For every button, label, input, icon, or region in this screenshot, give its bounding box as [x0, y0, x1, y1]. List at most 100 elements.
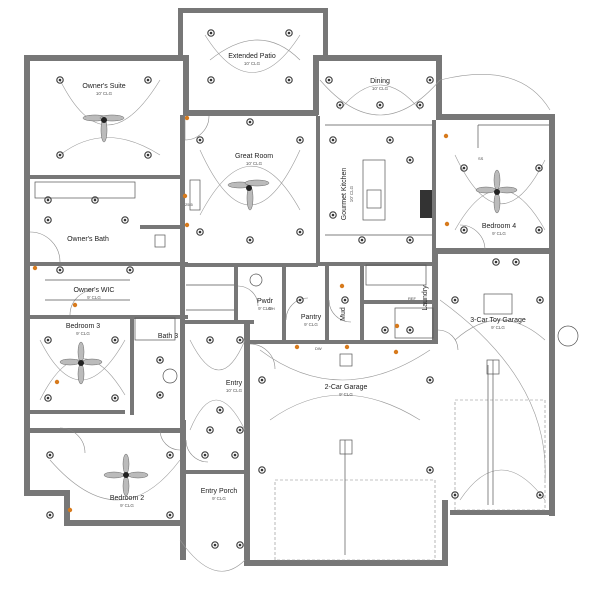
- door-swings: [29, 115, 549, 463]
- recessed-light-icon: [201, 451, 209, 459]
- recessed-light-icon: [44, 336, 52, 344]
- svg-text:9' CLG: 9' CLG: [491, 325, 505, 330]
- svg-text:Gourmet Kitchen: Gourmet Kitchen: [341, 168, 348, 221]
- svg-text:3-Car Toy Garage: 3-Car Toy Garage: [470, 317, 526, 324]
- svg-text:10' CLG: 10' CLG: [96, 91, 113, 96]
- recessed-light-icon: [44, 196, 52, 204]
- outlets: [32, 115, 450, 513]
- svg-text:Owner's WIC: Owner's WIC: [73, 287, 114, 294]
- recessed-light-icon: [535, 226, 543, 234]
- recessed-light-icon: [386, 136, 394, 144]
- recessed-light-icon: [206, 426, 214, 434]
- shelf-label: SS: [478, 156, 484, 161]
- room-label-extended-patio: Extended Patio 10' CLG: [228, 53, 276, 66]
- recessed-light-icon: [206, 336, 214, 344]
- recessed-light-icon: [451, 296, 459, 304]
- svg-text:Bath 3: Bath 3: [158, 333, 178, 340]
- recessed-light-icon: [111, 336, 119, 344]
- outlet-icon: [54, 379, 60, 385]
- room-label-entry-porch: Entry Porch 9' CLG: [201, 488, 238, 501]
- recessed-light-icon: [329, 136, 337, 144]
- recessed-light-icon: [196, 228, 204, 236]
- recessed-light-icon: [236, 336, 244, 344]
- outlet-icon: [72, 302, 78, 308]
- svg-text:9' CLG: 9' CLG: [339, 392, 353, 397]
- svg-text:10' CLG: 10' CLG: [244, 61, 261, 66]
- svg-text:10' CLG: 10' CLG: [372, 86, 389, 91]
- recessed-light-icon: [126, 266, 134, 274]
- svg-text:Bedroom 3: Bedroom 3: [66, 323, 100, 330]
- recessed-light-icon: [121, 216, 129, 224]
- room-label-owners-wic: Owner's WIC 9' CLG: [73, 287, 114, 300]
- recessed-light-icon: [460, 226, 468, 234]
- svg-text:Extended Patio: Extended Patio: [228, 53, 276, 60]
- outlet-icon: [394, 323, 400, 329]
- recessed-light-icon: [46, 511, 54, 519]
- recessed-light-icon: [156, 356, 164, 364]
- svg-text:Bedroom 4: Bedroom 4: [482, 223, 516, 230]
- recessed-light-icon: [336, 101, 344, 109]
- svg-text:9' CLG: 9' CLG: [492, 231, 506, 236]
- outlet-icon: [184, 115, 190, 121]
- recessed-light-icon: [426, 466, 434, 474]
- recessed-light-icon: [44, 394, 52, 402]
- outlet-icon: [184, 222, 190, 228]
- svg-text:9' CLG: 9' CLG: [76, 331, 90, 336]
- room-label-laundry: Laundry: [422, 285, 429, 311]
- recessed-light-icon: [296, 296, 304, 304]
- ceiling-fan-bedroom-2: [103, 453, 149, 497]
- recessed-light-icon: [341, 296, 349, 304]
- room-label-great-room: Great Room 10' CLG: [235, 153, 273, 166]
- room-label-mud: Mud: [340, 307, 347, 321]
- room-label-owners-bath: Owner's Bath: [67, 236, 109, 243]
- recessed-light-icon: [406, 236, 414, 244]
- svg-text:9' CLG: 9' CLG: [258, 306, 272, 311]
- recessed-light-icon: [246, 118, 254, 126]
- outlet-icon: [443, 133, 449, 139]
- recessed-light-icon: [285, 29, 293, 37]
- recessed-light-icon: [236, 426, 244, 434]
- recessed-light-icon: [211, 541, 219, 549]
- outlet-icon: [67, 507, 73, 513]
- recessed-light-icon: [426, 376, 434, 384]
- svg-text:Entry: Entry: [226, 380, 243, 387]
- recessed-light-icon: [416, 101, 424, 109]
- recessed-light-icon: [426, 76, 434, 84]
- room-label-dining: Dining 10' CLG: [370, 78, 390, 91]
- recessed-light-icon: [144, 151, 152, 159]
- svg-text:Mud: Mud: [340, 307, 347, 321]
- room-label-bedroom-3: Bedroom 3 9' CLG: [66, 323, 100, 336]
- svg-text:10' CLG: 10' CLG: [246, 161, 263, 166]
- svg-text:Laundry: Laundry: [422, 285, 429, 311]
- recessed-light-icon: [512, 258, 520, 266]
- garage-door-outlines: [274, 293, 546, 561]
- recessed-light-icon: [246, 236, 254, 244]
- recessed-light-icon: [376, 101, 384, 109]
- recessed-light-icon: [451, 491, 459, 499]
- recessed-light-icon: [56, 76, 64, 84]
- recessed-light-icon: [296, 228, 304, 236]
- walls: [24, 8, 555, 566]
- svg-text:10' CLG: 10' CLG: [226, 388, 243, 393]
- refrigerator-label: REF: [408, 296, 417, 301]
- recessed-light-icon: [358, 236, 366, 244]
- outlet-icon: [393, 349, 399, 355]
- room-label-owners-suite: Owner's Suite 10' CLG: [82, 83, 125, 96]
- room-label-bedroom-2: Bedroom 2 9' CLG: [110, 495, 144, 508]
- room-label-pwdr: Pwdr 9' CLG: [257, 298, 274, 311]
- recessed-light-icon: [156, 391, 164, 399]
- ceiling-fan-owners-suite: [82, 114, 125, 143]
- outlet-icon: [339, 283, 345, 289]
- outlet-icon: [444, 221, 450, 227]
- svg-text:9' CLG: 9' CLG: [120, 503, 134, 508]
- recessed-light-icon: [166, 511, 174, 519]
- recessed-light-icon: [492, 258, 500, 266]
- svg-text:Great Room: Great Room: [235, 153, 273, 160]
- svg-text:Entry Porch: Entry Porch: [201, 488, 238, 495]
- room-label-entry: Entry 10' CLG: [226, 380, 243, 393]
- recessed-light-icon: [46, 451, 54, 459]
- kitchen-island: [34, 159, 579, 384]
- svg-text:Bedroom 2: Bedroom 2: [110, 495, 144, 502]
- recessed-light-icon: [258, 376, 266, 384]
